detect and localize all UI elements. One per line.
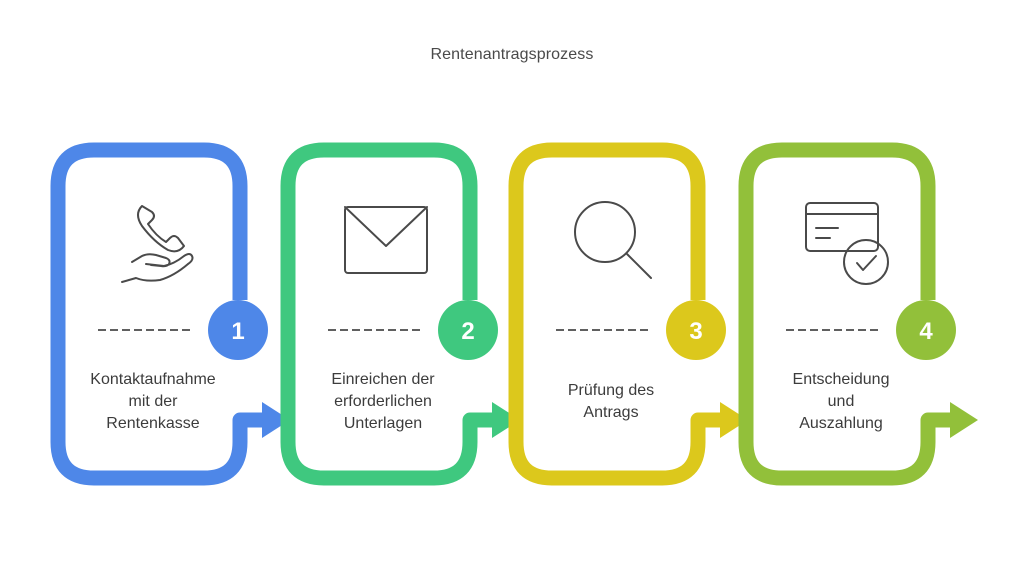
step-arrow-4 <box>950 402 978 438</box>
step-badge-3 <box>666 300 726 360</box>
card-check-icon <box>805 202 889 285</box>
page-title: Rentenantragsprozess <box>430 46 594 63</box>
step-arrow-2 <box>492 402 520 438</box>
step-label-line: Kontaktaufnahme <box>90 371 216 388</box>
step-number: 1 <box>231 318 244 345</box>
step-badge-4 <box>896 300 956 360</box>
step-frame-3 <box>508 142 722 486</box>
step-label-line: Entscheidung <box>792 371 890 388</box>
step-label-line: erforderlichen <box>334 393 432 410</box>
step-arrow-1 <box>262 402 290 438</box>
step-label-line: mit der <box>128 393 178 410</box>
step-number: 4 <box>919 318 933 345</box>
step-frame-4 <box>738 142 952 486</box>
phone-hand-icon <box>121 205 194 283</box>
step-label-line: Auszahlung <box>799 415 883 432</box>
step-arrow-3 <box>720 402 748 438</box>
step-number: 3 <box>689 318 702 345</box>
step-label-line: Unterlagen <box>343 415 423 432</box>
envelope-icon <box>344 206 428 274</box>
step-label-line: und <box>827 393 855 410</box>
step-label-line: Rentenkasse <box>106 415 200 432</box>
step-frame-2 <box>280 142 494 486</box>
step-label-line: Einreichen der <box>331 371 435 388</box>
step-badge-1 <box>208 300 268 360</box>
step-number: 2 <box>461 318 474 345</box>
step-label-line: Prüfung des <box>567 382 655 399</box>
magnifier-icon <box>574 201 652 279</box>
step-frame-1 <box>50 142 264 486</box>
step-badge-2 <box>438 300 498 360</box>
step-label-line: Antrags <box>583 404 639 421</box>
